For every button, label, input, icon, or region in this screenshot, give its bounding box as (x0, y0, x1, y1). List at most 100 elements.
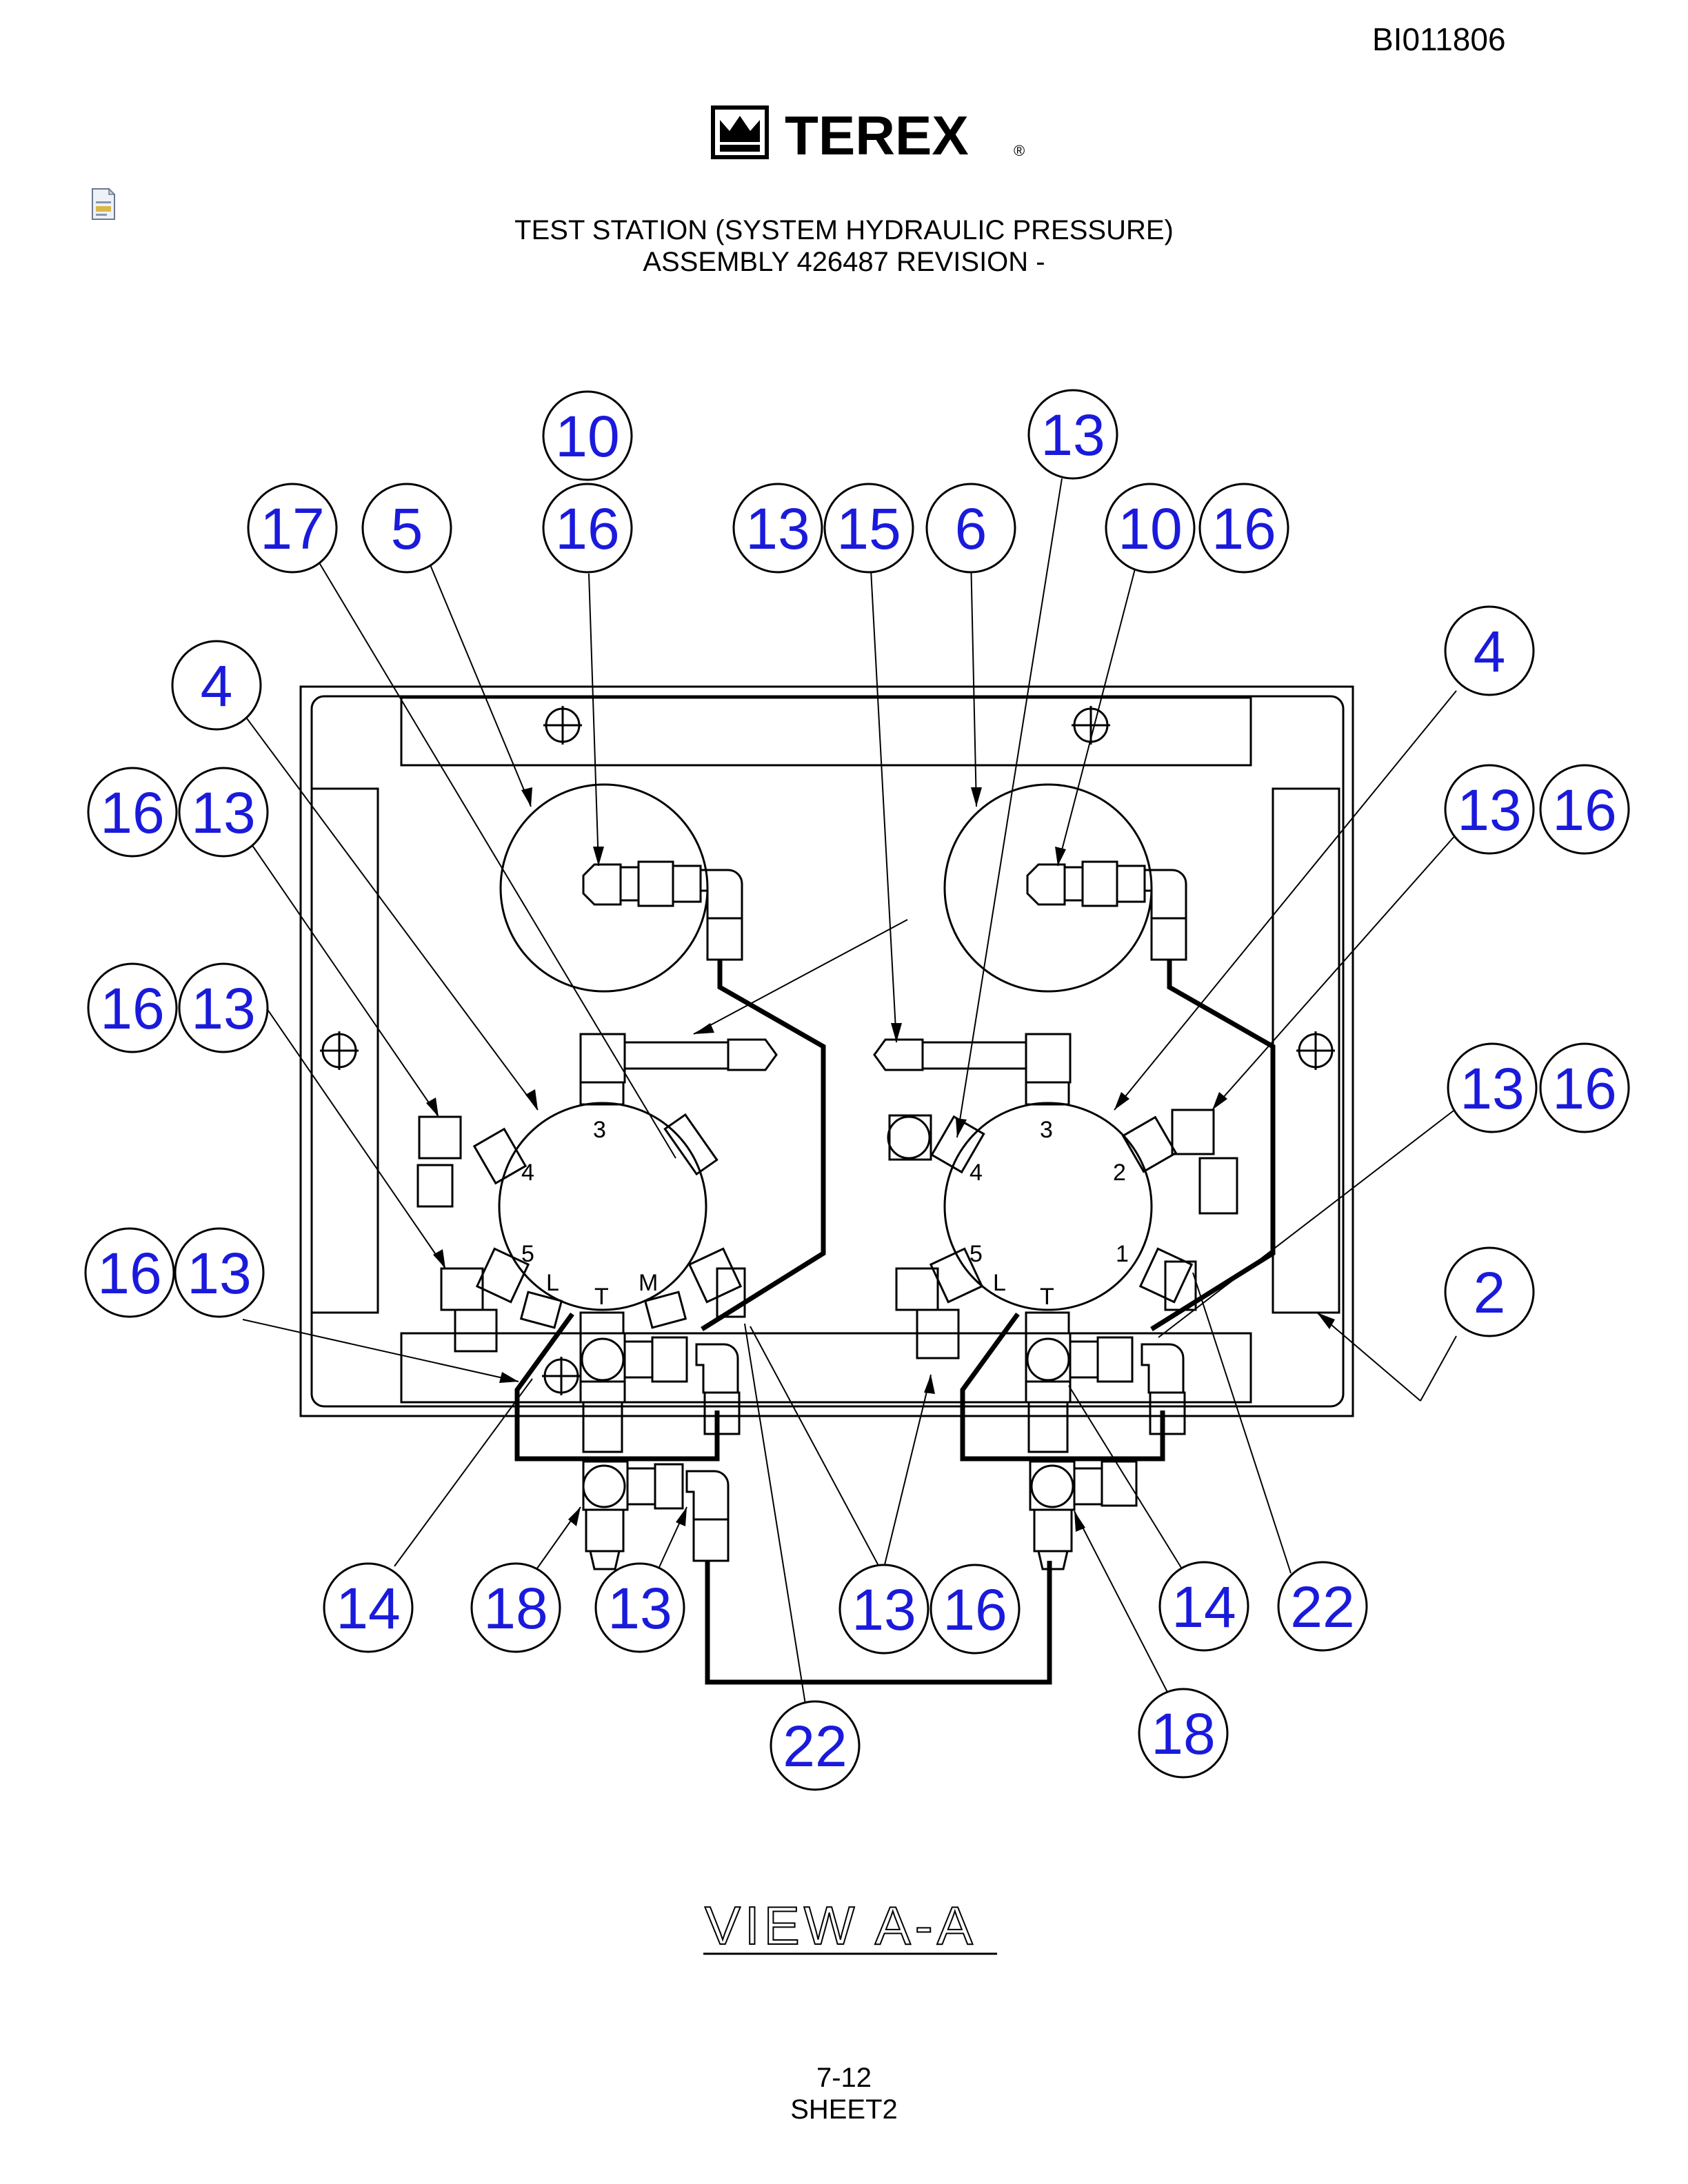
callout-circle (361, 483, 452, 574)
callout-circle (1444, 764, 1535, 855)
callout-label: 16 (943, 1577, 1007, 1642)
callout-label: 13 (1457, 778, 1521, 842)
port-right-T: T (1040, 1284, 1054, 1310)
callout-label: 13 (1041, 403, 1105, 467)
callout-circle (823, 483, 914, 574)
callout-label: 16 (555, 496, 619, 561)
callout-label: 13 (607, 1576, 672, 1641)
callout-circle (1198, 483, 1289, 574)
callout-label: 10 (555, 404, 619, 469)
callout-circle (1444, 605, 1535, 696)
callout-label: 13 (745, 496, 810, 561)
panel-outer-frame (299, 685, 1354, 1417)
callout-label: 22 (1290, 1575, 1354, 1639)
callout-label: 13 (191, 780, 255, 845)
callout-label: 16 (100, 780, 164, 845)
callout-label: 18 (1151, 1701, 1215, 1766)
lower-fittings-right (1025, 1332, 1186, 1570)
mounting-holes (320, 706, 1335, 1395)
port-left-M: M (639, 1270, 658, 1296)
callout-circle (1138, 1688, 1229, 1779)
callout-label: 13 (187, 1241, 251, 1306)
brand-name: TEREX (785, 105, 969, 161)
gauge-fitting-left (582, 860, 743, 961)
callout-circle (594, 1562, 685, 1653)
callout-circle (470, 1562, 561, 1653)
port-left-L: L (546, 1270, 559, 1296)
callout-circle (542, 390, 633, 481)
manifold-left (498, 1102, 707, 1311)
callout-circle (178, 767, 269, 858)
callout-circle (174, 1227, 265, 1318)
leader-arrowheads (426, 787, 1335, 1532)
callout-circle (930, 1564, 1021, 1655)
gauge-right (943, 783, 1153, 993)
callout-label: 18 (483, 1576, 547, 1641)
callout-label: 4 (201, 654, 233, 718)
document-icon[interactable] (90, 188, 117, 221)
port-right-L: L (993, 1270, 1006, 1296)
callout-circle (1539, 1042, 1630, 1133)
callout-label: 14 (1172, 1575, 1236, 1639)
manifold-right (943, 1102, 1153, 1311)
title-line-1: TEST STATION (SYSTEM HYDRAULIC PRESSURE) (514, 215, 1174, 245)
callout-circle (1277, 1561, 1368, 1652)
callout-circle (1447, 1042, 1538, 1133)
callout-circle (171, 640, 262, 731)
callout-circle (247, 483, 338, 574)
port-left-5: 5 (521, 1241, 534, 1267)
bottom-mounting-bar (400, 1332, 1252, 1404)
callout-circle (87, 962, 178, 1053)
page-number: 7-12 (816, 2063, 872, 2093)
gauge-left (499, 783, 709, 993)
callout-label: 17 (260, 496, 324, 561)
leader-lines (242, 478, 1457, 1705)
port-left-4: 4 (521, 1160, 534, 1186)
top-mounting-bar (400, 696, 1252, 767)
callout-circle (925, 483, 1016, 574)
manifold-left-ports (416, 1033, 778, 1353)
callout-circle (84, 1227, 175, 1318)
callout-label: 14 (336, 1576, 400, 1641)
callout-circle (323, 1562, 414, 1653)
port-right-3: 3 (1040, 1117, 1053, 1143)
terex-logo: TEREX ® (711, 105, 1025, 161)
callout-circle (838, 1564, 930, 1655)
port-left-T: T (594, 1284, 609, 1310)
callout-label: 5 (391, 496, 423, 561)
port-right-4: 4 (969, 1160, 983, 1186)
view-label: VIEW A-A (705, 1895, 977, 1956)
manifold-right-ports (873, 1033, 1238, 1359)
callout-circle (178, 962, 269, 1053)
callout-label: 13 (852, 1577, 916, 1642)
callout-label: 16 (100, 976, 164, 1041)
left-side-bracket (310, 787, 379, 1314)
panel-inner-frame (310, 695, 1345, 1408)
port-right-1: 1 (1116, 1241, 1129, 1267)
callout-label: 2 (1474, 1260, 1506, 1325)
callout-label: 16 (1212, 496, 1276, 561)
callout-label: 4 (1474, 619, 1506, 684)
callout-circle (1158, 1561, 1249, 1652)
sheet-number: SHEET2 (790, 2094, 898, 2125)
port-right-2: 2 (1113, 1160, 1126, 1186)
callout-label: 16 (1552, 778, 1616, 842)
callout-circle (1027, 389, 1118, 480)
callout-label: 13 (191, 976, 255, 1041)
port-right-5: 5 (969, 1241, 983, 1267)
gauge-fitting-right (1026, 860, 1187, 961)
brand-registered: ® (1014, 142, 1025, 159)
callout-circle (770, 1700, 861, 1791)
title-line-2: ASSEMBLY 426487 REVISION - (643, 247, 1045, 277)
hose-lines (514, 960, 1276, 1685)
callout-label: 16 (1552, 1056, 1616, 1121)
callout-label: 15 (836, 496, 901, 561)
manifold-port-labels: 3 4 5 L T M 3 4 2 5 1 L T (521, 1117, 1129, 1310)
lower-fittings-left (579, 1332, 741, 1570)
callout-label: 10 (1118, 496, 1182, 561)
callout-circle (87, 767, 178, 858)
callout-label: 16 (97, 1241, 161, 1306)
document-id: BI011806 (1372, 21, 1506, 57)
